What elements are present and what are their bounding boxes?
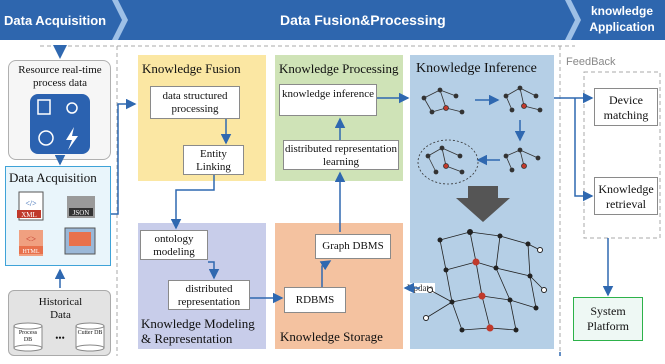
knowledge-fusion-title: Knowledge Fusion [142, 61, 241, 76]
resource-icons [37, 99, 78, 150]
big-down-arrow [456, 186, 510, 222]
knowledge-inference-title: Knowledge Inference [416, 61, 537, 76]
knowledge-storage-title: Knowledge Storage [280, 329, 383, 344]
lightning-icon [66, 127, 78, 150]
header-data-fusion-processing: Data Fusion&Processing [280, 12, 446, 28]
process-db-icon [13, 322, 43, 352]
database-icons [13, 322, 105, 352]
arrow-linking-to-ontology [170, 175, 215, 230]
svg-text:</>: </> [25, 199, 37, 208]
entity-linking-box: Entity Linking [183, 145, 244, 175]
large-knowledge-graph [425, 231, 545, 331]
feedback-label: FeedBack [566, 56, 616, 68]
svg-text:<>: <> [26, 234, 36, 244]
header-knowledge-application: knowledge Application [589, 4, 655, 34]
distributed-representation-learning-box: distributed representation learning [283, 140, 399, 170]
knowledge-processing-title: Knowledge Processing [279, 61, 399, 76]
header-bar [0, 0, 665, 40]
data-structured-processing-box: data structured processing [150, 86, 240, 119]
graph-dbms-box: Graph DBMS [315, 234, 391, 259]
arrow-to-knowledge-retrieval [574, 98, 594, 202]
cutter-db-icon [75, 322, 105, 352]
small-graph-3 [503, 147, 541, 173]
satellite-icon [38, 130, 54, 146]
json-icon [67, 196, 95, 218]
small-graph-2 [503, 85, 543, 113]
small-graph-4 [425, 145, 465, 175]
large-graph-nodes [423, 229, 547, 333]
xml-icon: </> [17, 191, 44, 221]
xml-label: XML [21, 211, 37, 219]
knowledge-inference-box: knowledge inference [279, 84, 377, 116]
process-db-label: Process DB [18, 330, 38, 343]
historical-data-label: Historical Data [38, 296, 83, 321]
system-platform-box: System Platform [573, 297, 643, 341]
rdbms-box: RDBMS [284, 287, 346, 313]
arrow-ontology-to-distributed [208, 261, 220, 280]
json-label: JSON [73, 209, 90, 217]
arrow-acquisition-to-fusion [111, 98, 137, 215]
data-acquisition-title: Data Acquisition [9, 170, 97, 185]
image-file-icon [64, 227, 96, 255]
bulb-icon [66, 102, 78, 114]
header-data-acquisition: Data Acquisition [4, 13, 107, 28]
arrow-rdbms-to-graph [319, 260, 332, 287]
distributed-representation-box: distributed representation [168, 280, 250, 310]
header-chevrons [112, 0, 581, 40]
application-dashed-box [583, 71, 661, 239]
device-matching-box: Device matching [594, 88, 658, 126]
ontology-modeling-box: ontology modeling [140, 230, 208, 260]
cutter-db-label: Cutter DB [77, 330, 103, 336]
db-dots: ••• [55, 333, 65, 343]
html-icon: <> [19, 230, 43, 256]
knowledge-retrieval-box: Knowledge retrieval [594, 177, 658, 215]
file-icons: </> XML JSON <> HTML [17, 191, 96, 256]
knowledge-modeling-title: Knowledge Modeling & Representation [141, 316, 255, 346]
small-graph-1 [421, 87, 465, 115]
html-label: HTML [23, 249, 40, 255]
top-dashed-line [40, 45, 575, 47]
graph-4-highlight [417, 139, 479, 185]
thermometer-icon [37, 99, 51, 115]
resource-label: Resource real-time process data [18, 64, 102, 89]
resource-icon-tile [30, 94, 90, 154]
